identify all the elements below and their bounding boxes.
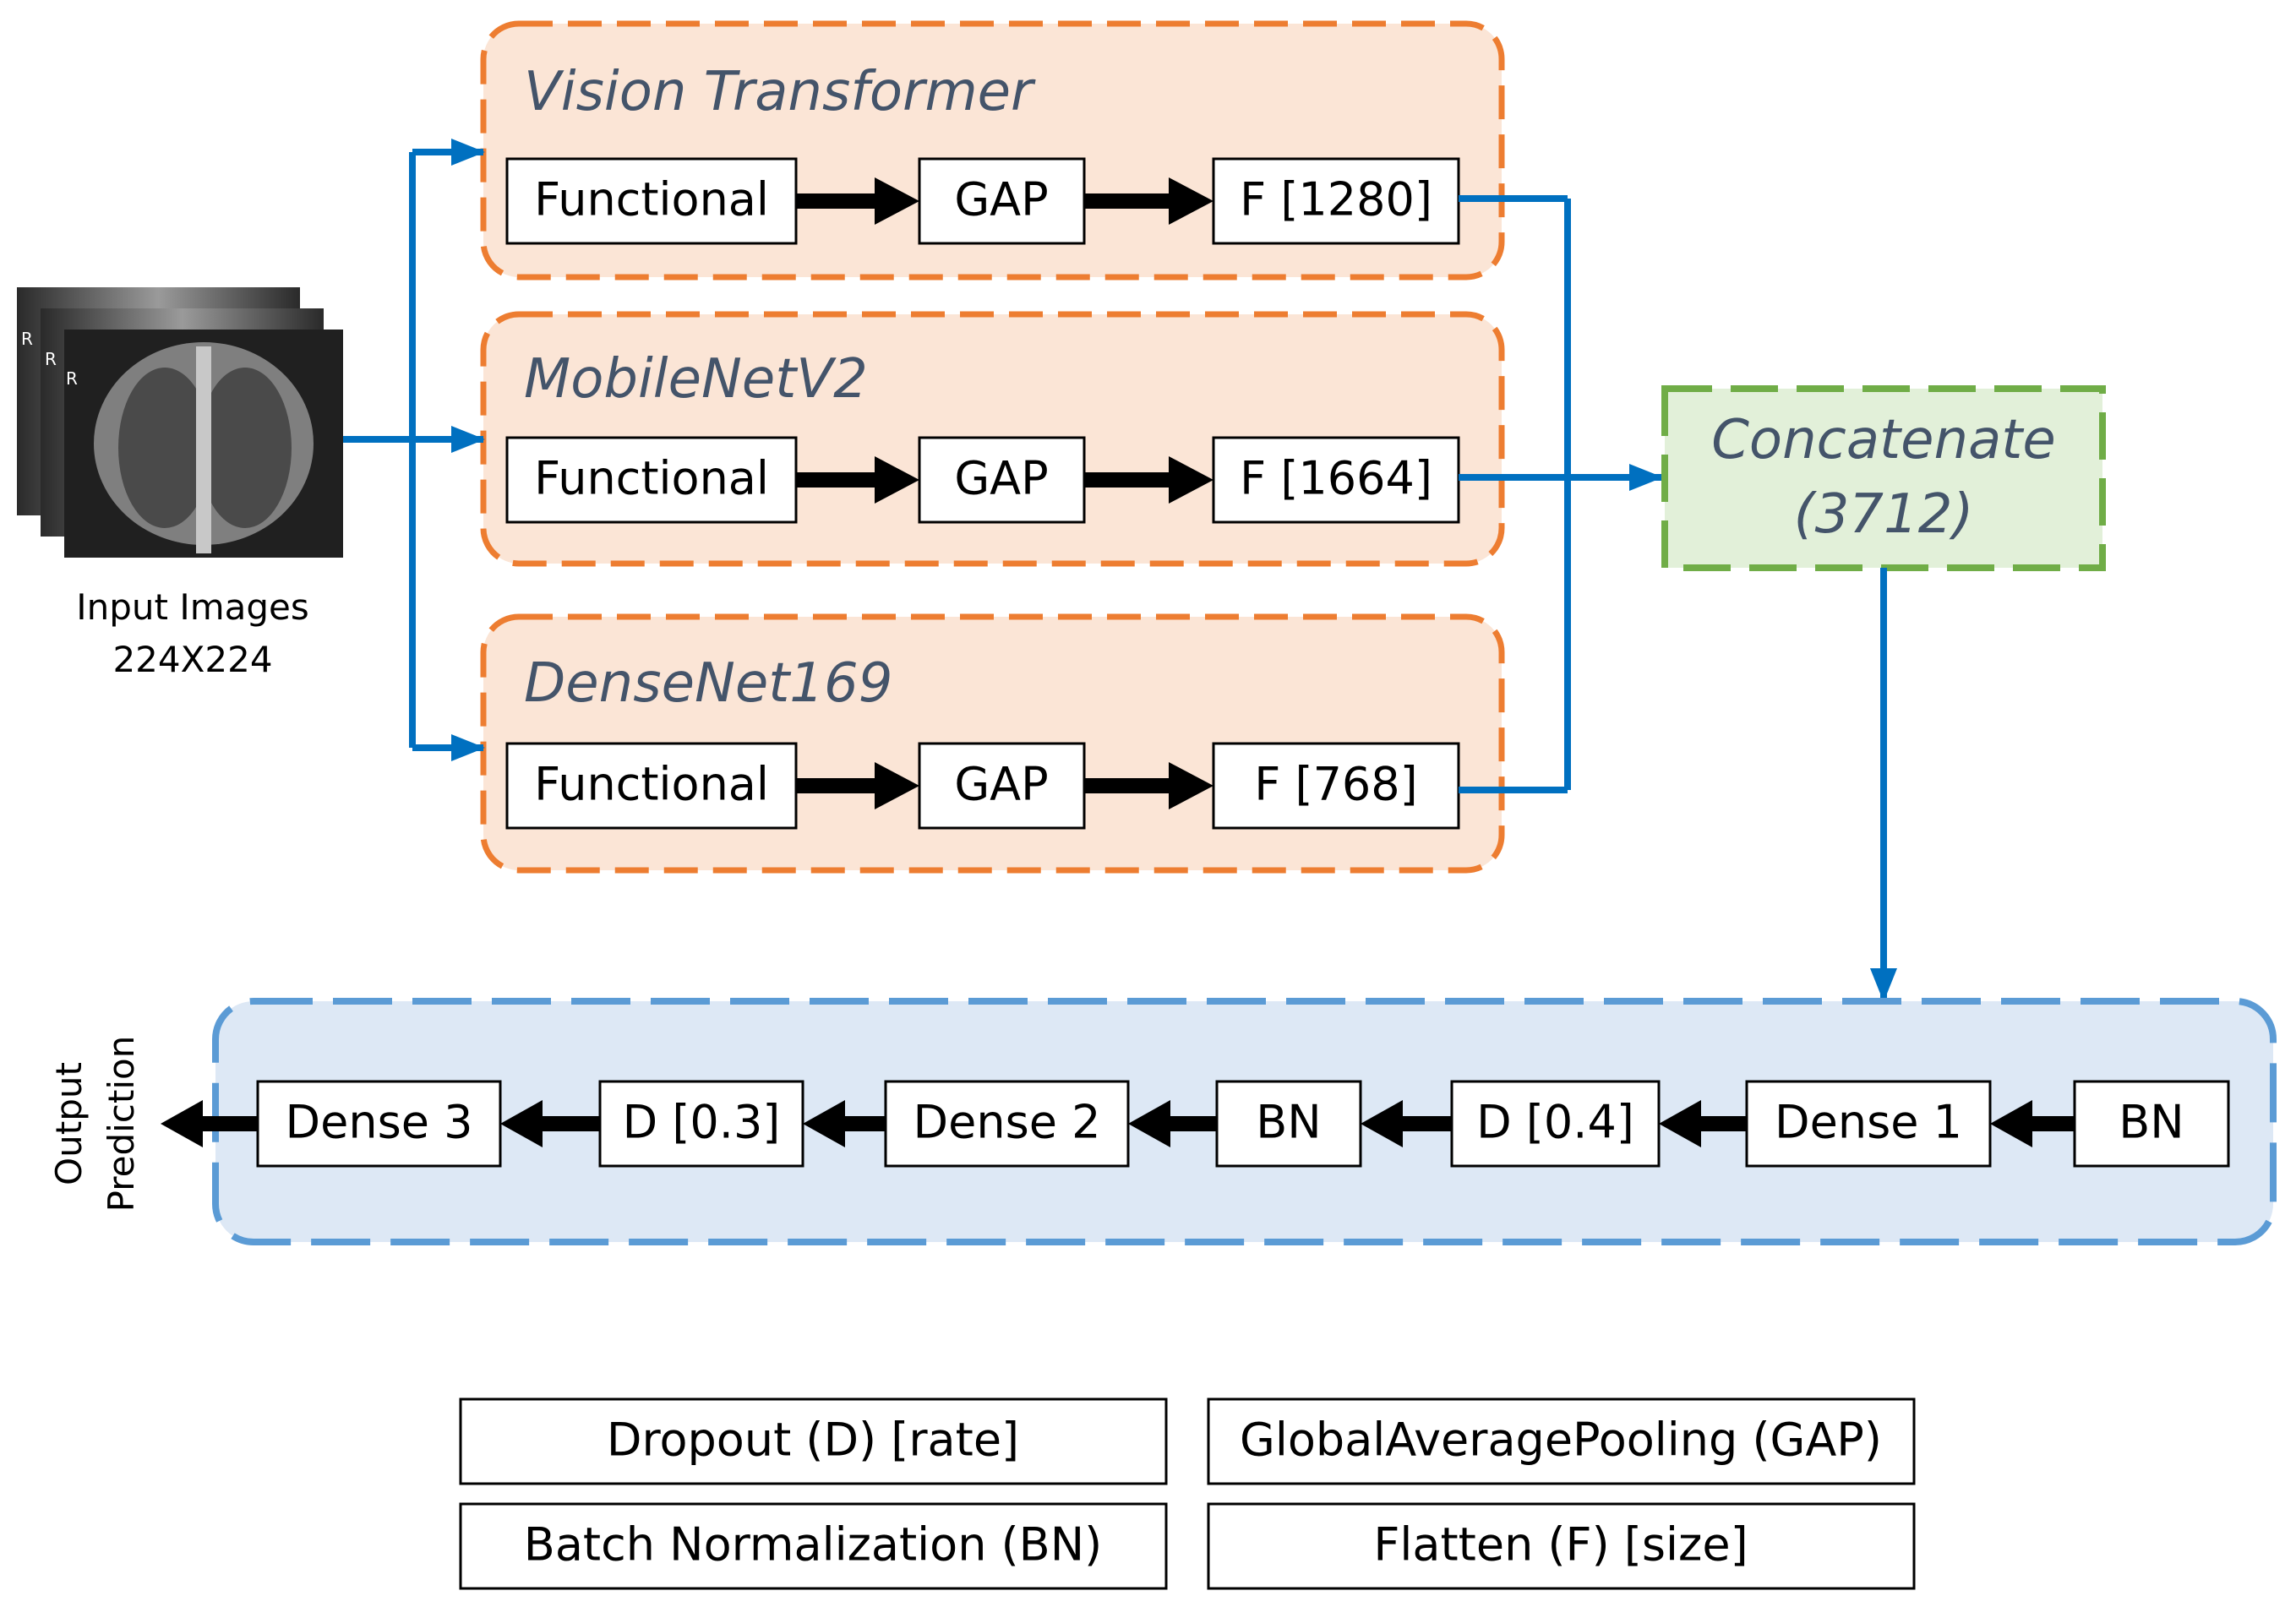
output-label-line2: Prediction <box>101 1036 142 1212</box>
legend-dropout-box <box>459 1397 1168 1485</box>
xray-marker-back: R <box>21 329 33 349</box>
head-dense-1-box <box>1745 1080 1992 1168</box>
head-dense-3-label: Dense 3 <box>286 1096 473 1149</box>
densenet-functional-box <box>505 742 798 830</box>
vit-functional-label: Functional <box>534 173 769 226</box>
densenet-arrow-functional-to-gap <box>796 762 919 809</box>
vit-gap-label: GAP <box>954 173 1048 226</box>
input-label-line1: Input Images <box>76 586 309 628</box>
mobilenet-functional-label: Functional <box>534 452 769 505</box>
densenet-gap-label: GAP <box>954 758 1048 811</box>
legend-dropout: Dropout (D) [rate] <box>607 1414 1019 1467</box>
legend-flatten: Flatten (F) [size] <box>1373 1518 1748 1572</box>
head-dropout-1-box <box>1450 1080 1661 1168</box>
output-label-line1: Output <box>48 1062 90 1185</box>
head-dense-2-box <box>884 1080 1130 1168</box>
concatenate-size: (3712) <box>1794 483 1974 546</box>
vit-arrow-gap-to-flatten <box>1084 177 1213 225</box>
head-arrow-3 <box>1361 1100 1452 1147</box>
branch-title-vit: Vision Transformer <box>524 61 1036 123</box>
head-bn-1-label: BN <box>2119 1096 2184 1149</box>
densenet-flatten-label: F [768] <box>1254 758 1417 811</box>
branch-title-densenet: DenseNet169 <box>524 652 892 715</box>
head-dropout-2-box <box>598 1080 804 1168</box>
head-bn-2-label: BN <box>1256 1096 1321 1149</box>
densenet-functional-label: Functional <box>534 758 769 811</box>
densenet-arrow-gap-to-flatten <box>1084 762 1213 809</box>
xray-lung-left <box>118 368 211 528</box>
concatenate-label: Concatenate <box>1711 409 2056 471</box>
output-arrow <box>161 1100 258 1147</box>
vit-arrow-functional-to-gap <box>796 177 919 225</box>
densenet-gap-box <box>918 742 1086 830</box>
head-arrow-1 <box>1990 1100 2075 1147</box>
head-arrow-6 <box>500 1100 600 1147</box>
head-dense-3-box <box>256 1080 502 1168</box>
head-dropout-2-label: D [0.3] <box>623 1096 781 1149</box>
xray-marker-middle: R <box>45 349 57 369</box>
head-dense-2-label: Dense 2 <box>913 1096 1101 1149</box>
legend-gap-box <box>1207 1397 1916 1485</box>
mobilenet-arrow-gap-to-flatten <box>1084 456 1213 504</box>
legend-bn-box <box>459 1502 1168 1590</box>
legend-bn: Batch Normalization (BN) <box>524 1518 1102 1572</box>
xray-marker-front: R <box>66 368 78 389</box>
head-arrow-2 <box>1659 1100 1747 1147</box>
vit-functional-box <box>505 157 798 245</box>
input-images: R R R Input Images 224X224 <box>17 287 343 680</box>
head-layers: BN Dense 1 D [0.4] BN Dense 2 D [0.3] Dense 3 <box>256 1080 2230 1168</box>
head-dense-1-label: Dense 1 <box>1775 1096 1962 1149</box>
xray-lung-right <box>199 368 292 528</box>
head-bn-1-box <box>2073 1080 2230 1168</box>
xray-spine <box>196 346 211 553</box>
branch-title-mobilenet: MobileNetV2 <box>524 348 868 411</box>
merge-connector <box>1459 195 1663 793</box>
head-arrow-5 <box>803 1100 886 1147</box>
input-fanout-connector <box>343 139 485 761</box>
vit-gap-box <box>918 157 1086 245</box>
concatenate-box <box>1661 385 2106 571</box>
legend-gap: GlobalAveragePooling (GAP) <box>1240 1414 1882 1467</box>
vit-flatten-label: F [1280] <box>1240 173 1432 226</box>
head-arrow-4 <box>1128 1100 1217 1147</box>
head-dropout-1-label: D [0.4] <box>1476 1096 1634 1149</box>
input-label-line2: 224X224 <box>112 639 272 680</box>
densenet-flatten-box <box>1212 742 1460 830</box>
legend-flatten-box <box>1207 1502 1916 1590</box>
mobilenet-gap-label: GAP <box>954 452 1048 505</box>
mobilenet-flatten-label: F [1664] <box>1240 452 1432 505</box>
mobilenet-arrow-functional-to-gap <box>796 456 919 504</box>
